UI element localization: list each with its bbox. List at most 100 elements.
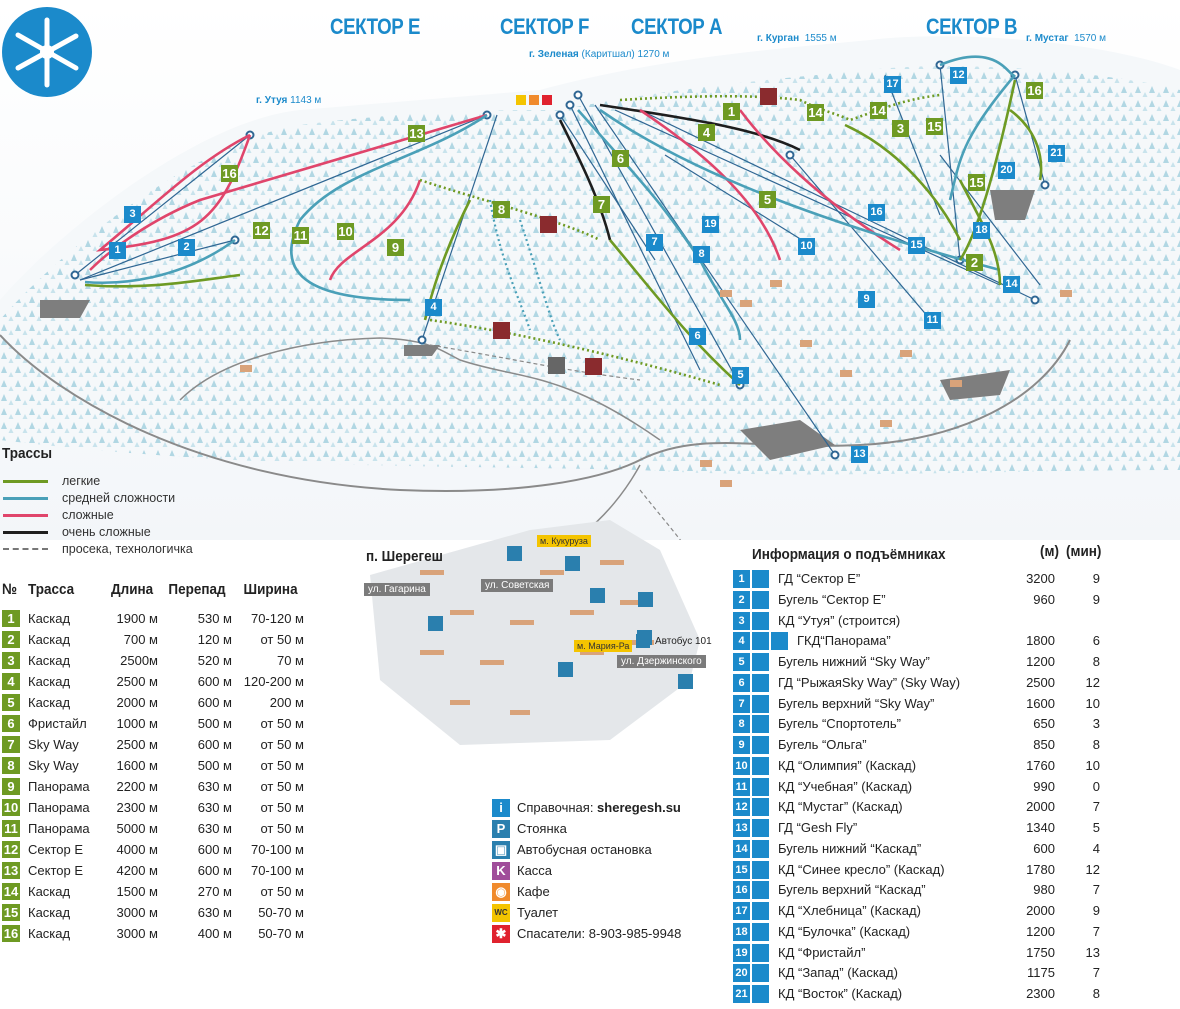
lift-name: Бугель “Сектор E” [778, 591, 886, 607]
legend-text: Автобусная остановка [517, 842, 652, 857]
lift-marker[interactable]: 4 [425, 299, 442, 316]
piste-length: 5000 м [116, 821, 158, 836]
trail-marker[interactable]: 14 [807, 104, 824, 121]
trail-marker[interactable]: 10 [337, 223, 354, 240]
lift-marker[interactable]: 8 [693, 246, 710, 263]
lift-marker[interactable]: 2 [178, 239, 195, 256]
lift-marker[interactable]: 12 [950, 67, 967, 84]
info-icon: i [492, 799, 510, 817]
buildings [240, 280, 1072, 487]
lift-marker[interactable]: 9 [858, 291, 875, 308]
lift-marker[interactable]: 17 [884, 76, 901, 93]
lift-number: 13 [733, 819, 750, 837]
lift-marker[interactable]: 18 [973, 222, 990, 239]
lift-length: 980 [1033, 882, 1055, 898]
piste-width: 200 м [269, 695, 304, 710]
trail-marker[interactable]: 15 [968, 174, 985, 191]
tbar-lift-icon [752, 839, 769, 858]
lift-number: 8 [733, 715, 750, 734]
legend-text: Касса [517, 863, 553, 878]
lift-marker[interactable]: 21 [1048, 145, 1065, 162]
lift-marker[interactable]: 14 [1003, 276, 1020, 293]
lift-marker[interactable]: 11 [924, 312, 941, 329]
trail-marker[interactable]: 4 [698, 124, 715, 141]
lift-name: Бугель “Спортотель” [778, 716, 901, 732]
trail-marker[interactable]: 2 [966, 254, 983, 271]
piste-drop: 530 м [197, 611, 232, 626]
piste-drop: 600 м [197, 737, 232, 752]
piste-name: Сектор E [28, 863, 84, 878]
trail-marker[interactable]: 12 [253, 222, 270, 239]
piste-name: Каскад [28, 653, 71, 668]
piste-drop: 630 м [197, 821, 232, 836]
bus-stop-icon [636, 634, 650, 648]
street-label-gagarina: ул. Гагарина [364, 583, 430, 596]
chair-lift-icon [752, 964, 769, 983]
trail-marker[interactable]: 13 [408, 125, 425, 142]
legend-line-hard [3, 514, 48, 517]
lift-marker[interactable]: 5 [732, 367, 749, 384]
trail-marker[interactable]: 5 [759, 191, 776, 208]
chair-lift-icon [752, 985, 769, 1003]
trail-marker[interactable]: 16 [1026, 82, 1043, 99]
piste-length: 2300 м [116, 800, 158, 815]
trail-marker[interactable]: 3 [892, 120, 909, 137]
piste-name: Каскад [28, 926, 71, 941]
lift-time: 12 [1085, 861, 1100, 877]
lift-marker[interactable]: 3 [124, 206, 141, 223]
legend-line-very_hard [3, 531, 48, 534]
trail-marker[interactable]: 14 [870, 102, 887, 119]
piste-length: 1900 м [116, 611, 158, 626]
lift-number: 16 [733, 881, 750, 900]
piste-name: Каскад [28, 632, 71, 647]
piste-width: 120-200 м [243, 674, 304, 689]
chair-lift-icon [752, 777, 769, 796]
chair-lift-icon [752, 611, 769, 630]
lift-time: 10 [1085, 757, 1100, 773]
lift-time: 8 [1092, 737, 1100, 752]
lift-name: ГД “РыжаяSky Way” (Sky Way) [778, 674, 961, 690]
trail-marker[interactable]: 1 [723, 103, 740, 120]
lift-marker[interactable]: 1 [109, 242, 126, 259]
piste-drop: 630 м [197, 779, 232, 794]
lift-length: 650 [1033, 716, 1055, 732]
service-roads [429, 344, 682, 540]
lift-marker[interactable]: 15 [908, 237, 925, 254]
lift-marker[interactable]: 19 [702, 216, 719, 233]
piste-number: 8 [2, 757, 20, 774]
piste-drop: 630 м [197, 800, 232, 815]
piste-width: 50-70 м [258, 905, 304, 920]
lift-marker[interactable]: 6 [689, 328, 706, 345]
trail-marker[interactable]: 7 [593, 196, 610, 213]
piste-drop: 600 м [197, 695, 232, 710]
lift-length: 1200 [1026, 923, 1055, 939]
lift-length: 600 [1033, 840, 1055, 856]
piste-name: Панорама [28, 821, 90, 836]
trail-marker[interactable]: 9 [387, 239, 404, 256]
trail-marker[interactable]: 15 [926, 118, 943, 135]
trail-marker[interactable]: 8 [493, 201, 510, 218]
trail-marker[interactable]: 6 [612, 150, 629, 167]
lift-marker[interactable]: 16 [868, 204, 885, 221]
piste-length: 1000 м [116, 716, 158, 731]
trail-marker[interactable]: 11 [292, 227, 309, 244]
trail-marker[interactable]: 16 [221, 165, 238, 182]
lift-length: 1200 [1026, 654, 1055, 669]
lift-marker[interactable]: 20 [998, 162, 1015, 179]
lift-marker[interactable]: 13 [851, 446, 868, 463]
lift-name: КД “Мустаг” (Каскад) [778, 799, 903, 815]
gondola-lift-icon [771, 632, 788, 651]
lift-marker[interactable]: 10 [798, 238, 815, 255]
lift-name: Бугель нижний “Каскад” [778, 840, 922, 856]
piste-drop: 600 м [197, 674, 232, 689]
chair-lift-icon [752, 756, 769, 775]
lift-number: 5 [733, 653, 750, 671]
lift-marker[interactable]: 7 [646, 234, 663, 251]
